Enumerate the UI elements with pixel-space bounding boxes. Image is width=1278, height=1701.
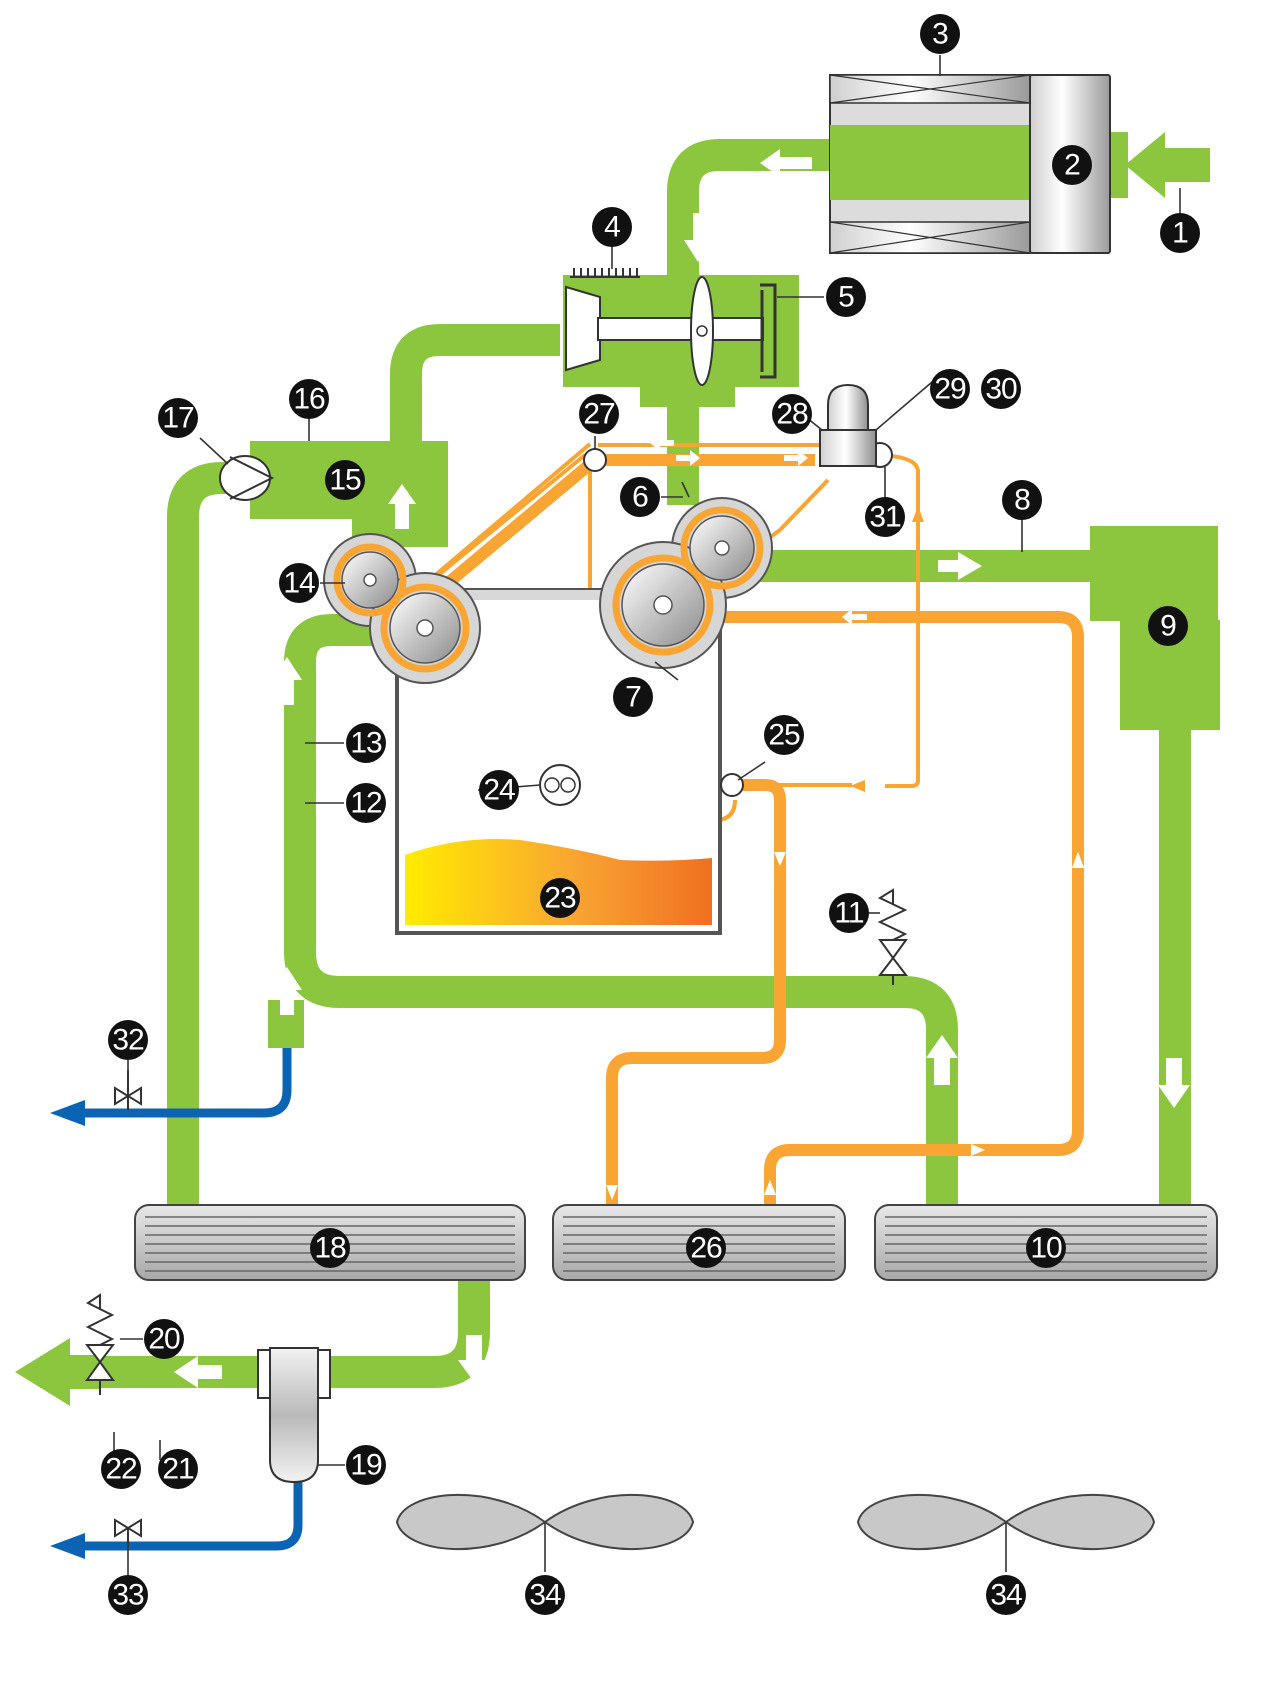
callout-8: 8	[1002, 480, 1042, 520]
svg-text:10: 10	[1030, 1232, 1062, 1265]
svg-text:17: 17	[162, 402, 194, 435]
svg-text:6: 6	[632, 481, 648, 514]
callout-7: 7	[613, 677, 653, 717]
svg-text:8: 8	[1014, 484, 1030, 517]
callout-24: 24	[479, 770, 519, 810]
svg-text:4: 4	[604, 211, 620, 244]
air-filter	[829, 74, 1111, 254]
svg-text:7: 7	[625, 681, 641, 714]
air-arrows	[174, 149, 1190, 1388]
separator-vessel	[1090, 526, 1218, 621]
drain-valve-33	[114, 1518, 142, 1545]
svg-text:15: 15	[329, 464, 361, 497]
svg-text:27: 27	[583, 398, 615, 431]
drain-arrow-32	[50, 1100, 85, 1126]
callout-5: 5	[826, 277, 866, 317]
callout-20: 20	[144, 1319, 184, 1359]
callout-15: 15	[325, 460, 365, 500]
callout-30: 30	[981, 369, 1021, 409]
water-drain	[80, 1048, 303, 1551]
callout-19: 19	[346, 1445, 386, 1485]
svg-text:23: 23	[544, 882, 576, 915]
drain-valve-32	[114, 1070, 142, 1110]
svg-text:9: 9	[1160, 610, 1176, 643]
svg-text:31: 31	[869, 501, 901, 534]
svg-text:22: 22	[105, 1453, 137, 1486]
callout-32: 32	[108, 1020, 148, 1060]
actuator-spring	[570, 268, 640, 278]
svg-text:25: 25	[768, 719, 800, 752]
svg-text:13: 13	[350, 727, 382, 760]
svg-text:16: 16	[293, 383, 325, 416]
callout-12: 12	[346, 783, 386, 823]
svg-text:34: 34	[529, 1579, 561, 1612]
callout-22: 22	[101, 1449, 141, 1489]
svg-text:26: 26	[690, 1232, 722, 1265]
callout-31: 31	[865, 497, 905, 537]
svg-text:33: 33	[112, 1579, 144, 1612]
cooling-fan-right	[856, 1494, 1156, 1550]
oil-stop-valve	[583, 448, 607, 472]
svg-text:3: 3	[932, 18, 948, 51]
inlet-valve-stem	[640, 385, 735, 407]
oil-diag-arrow-b	[464, 505, 490, 526]
svg-text:1: 1	[1172, 217, 1188, 250]
callout-29: 29	[930, 369, 970, 409]
callout-2: 2	[1052, 145, 1092, 185]
oil-filter-28	[819, 383, 877, 467]
callout-25: 25	[764, 715, 804, 755]
svg-text:14: 14	[283, 567, 315, 600]
callout-6: 6	[620, 477, 660, 517]
callout-33: 33	[108, 1575, 148, 1615]
air-intake-arrow	[1125, 132, 1210, 198]
callout-4: 4	[592, 207, 632, 247]
callout-11: 11	[829, 893, 869, 933]
callout-markers: 1 2 3 4 5 6 7 8 9 10 11 12 13 14 15 16 1…	[101, 14, 1200, 1615]
inlet-valve	[565, 268, 777, 386]
svg-text:24: 24	[483, 774, 515, 807]
safety-valve-20	[84, 1293, 116, 1395]
compressor-stage-1	[323, 533, 481, 684]
callout-34-right: 34	[986, 1575, 1026, 1615]
svg-text:34: 34	[990, 1579, 1022, 1612]
oil-diag-arrow-a	[500, 534, 526, 555]
callout-3: 3	[920, 14, 960, 54]
svg-text:32: 32	[112, 1024, 144, 1057]
callout-34-left: 34	[525, 1575, 565, 1615]
svg-text:21: 21	[162, 1453, 194, 1486]
callout-21: 21	[158, 1449, 198, 1489]
callout-27: 27	[579, 394, 619, 434]
compressor-stage-2	[599, 497, 773, 669]
svg-text:29: 29	[934, 373, 966, 406]
svg-text:2: 2	[1064, 149, 1080, 182]
callout-14: 14	[279, 563, 319, 603]
callout-9: 9	[1148, 606, 1188, 646]
oil-pump	[539, 764, 581, 806]
thermostatic-valve	[720, 773, 744, 797]
svg-text:12: 12	[350, 787, 382, 820]
callout-16: 16	[289, 379, 329, 419]
cooling-fan-left	[395, 1494, 695, 1550]
svg-text:18: 18	[314, 1232, 346, 1265]
callout-1: 1	[1160, 213, 1200, 253]
callout-28: 28	[772, 394, 812, 434]
safety-valve-11	[877, 888, 909, 985]
callout-26: 26	[686, 1228, 726, 1268]
callout-13: 13	[346, 723, 386, 763]
svg-text:5: 5	[838, 281, 854, 314]
svg-text:28: 28	[776, 398, 808, 431]
svg-text:20: 20	[148, 1323, 180, 1356]
drain-arrow-33	[50, 1533, 85, 1559]
svg-text:30: 30	[985, 373, 1017, 406]
svg-text:19: 19	[350, 1449, 382, 1482]
callout-18: 18	[310, 1228, 350, 1268]
check-valve-17	[219, 455, 275, 501]
callout-23: 23	[540, 878, 580, 918]
condensate-separator	[257, 1347, 331, 1484]
air-outlet-arrow	[15, 1338, 100, 1406]
callout-17: 17	[158, 398, 198, 438]
callout-10: 10	[1026, 1228, 1066, 1268]
svg-text:11: 11	[834, 897, 863, 930]
